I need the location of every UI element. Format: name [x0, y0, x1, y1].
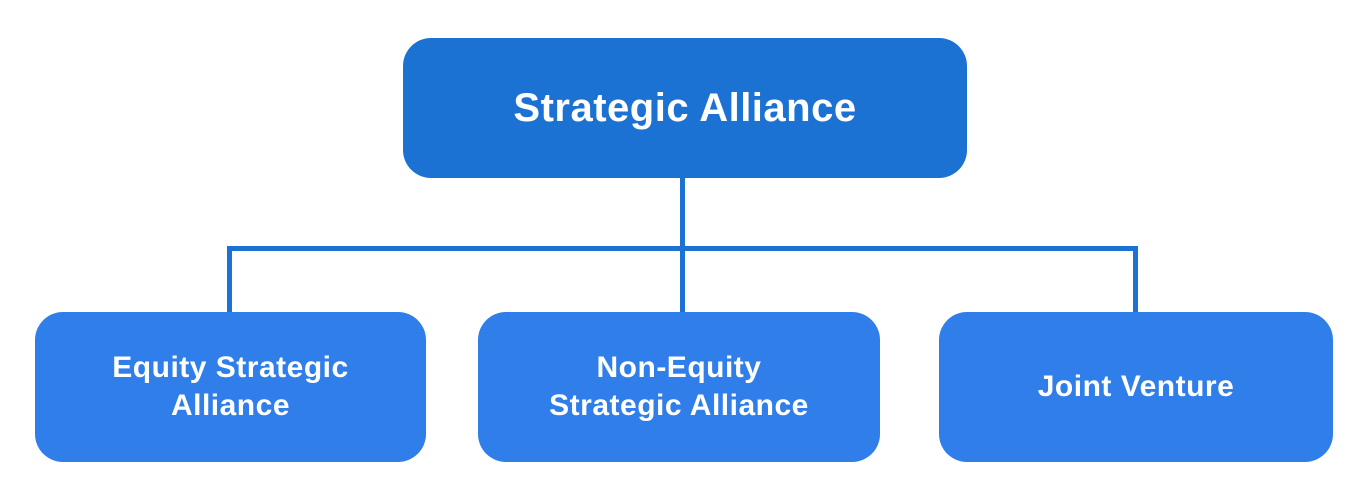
connector-root-stem	[680, 178, 685, 312]
child-node-non-equity-strategic-alliance: Non-Equity Strategic Alliance	[478, 312, 880, 462]
child-node-equity-strategic-alliance: Equity Strategic Alliance	[35, 312, 426, 462]
connector-horizontal-rail	[227, 246, 1138, 251]
connector-branch-right	[1133, 246, 1138, 312]
root-node-strategic-alliance: Strategic Alliance	[403, 38, 967, 178]
child-node-joint-venture: Joint Venture	[939, 312, 1333, 462]
connector-branch-left	[227, 246, 232, 312]
